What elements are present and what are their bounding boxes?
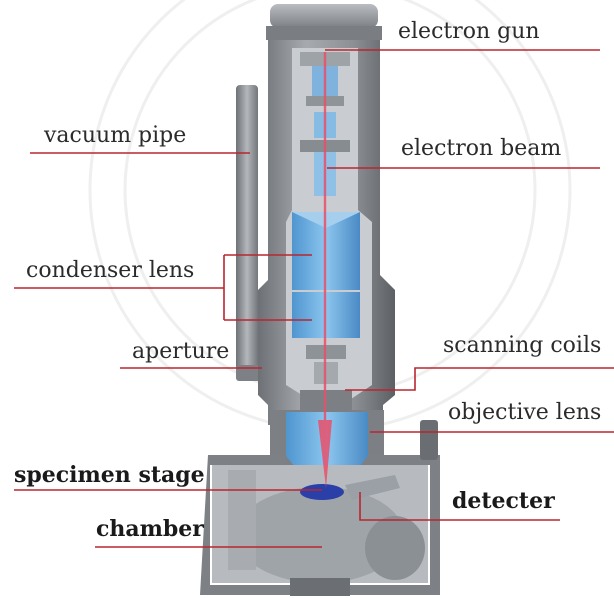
label-condenser-lens: condenser lens bbox=[26, 260, 194, 282]
label-vacuum-pipe: vacuum pipe bbox=[44, 125, 186, 147]
electron-gun-cap bbox=[266, 4, 382, 40]
label-electron-beam: electron beam bbox=[401, 138, 561, 160]
label-chamber: chamber bbox=[96, 518, 204, 540]
label-aperture: aperture bbox=[132, 341, 229, 363]
label-specimen-stage: specimen stage bbox=[14, 464, 205, 486]
label-detecter: detecter bbox=[452, 490, 555, 512]
label-objective-lens: objective lens bbox=[448, 402, 601, 424]
label-electron-gun: electron gun bbox=[398, 21, 540, 43]
label-scanning-coils: scanning coils bbox=[443, 335, 601, 357]
specimen-stage-shape bbox=[300, 484, 344, 500]
